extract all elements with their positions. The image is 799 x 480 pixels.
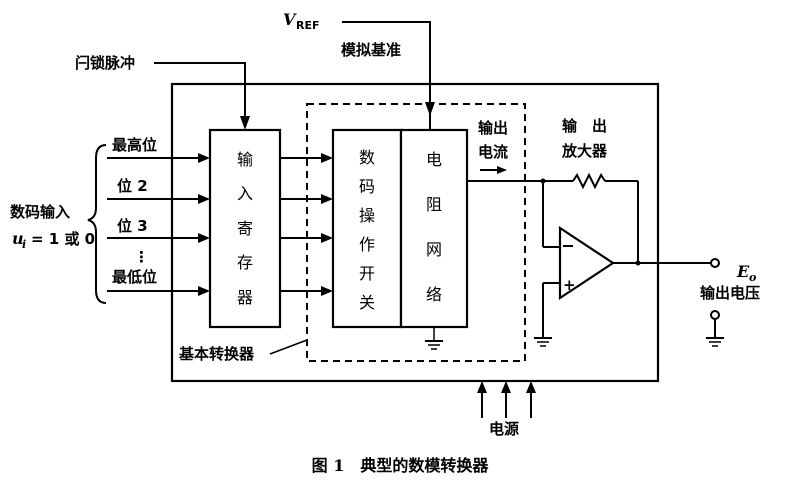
svg-text:E: E [736, 262, 750, 281]
power-supply-arrows [477, 381, 536, 418]
input-register-char-4: 存 [237, 253, 253, 272]
bit-2-label: 位 2 [117, 177, 148, 195]
svg-text:o: o [749, 271, 756, 284]
input-register-char-2: 入 [237, 184, 253, 203]
svg-text:i: i [22, 238, 26, 251]
basic-converter-label: 基本转换器 [178, 345, 255, 363]
resistor-network-char-2: 阻 [426, 195, 442, 214]
digital-switch-block [331, 128, 403, 329]
resistor-network-label: 电 阻 网 络 [426, 150, 442, 304]
output-current-label-1: 输出 [478, 119, 508, 137]
eo-label: E o [736, 262, 756, 284]
digital-switch-char-3: 操 [359, 206, 375, 225]
resistor-network-ground [425, 327, 443, 350]
bit-lsb-label: 最低位 [112, 268, 157, 286]
figure-caption: 图 1 典型的数模转换器 [312, 456, 490, 475]
resistor-network-char-4: 络 [426, 285, 442, 304]
bit-lines: 最高位 位 2 位 3 ⋮ 最低位 [107, 136, 210, 296]
input-register-char-1: 输 [237, 150, 253, 169]
analog-ref-label: 模拟基准 [341, 41, 401, 59]
output-line [613, 258, 720, 268]
input-register-label: 输 入 寄 存 器 [237, 150, 253, 307]
output-amp-label-2: 放大器 [561, 142, 608, 160]
latch-pulse-line: 闩锁脉冲 [75, 54, 250, 130]
basic-converter-boundary [306, 103, 526, 362]
input-brace [87, 144, 107, 304]
bit-dots-label: ⋮ [134, 248, 149, 266]
resistor-network-char-1: 电 [426, 150, 442, 169]
latch-pulse-label: 闩锁脉冲 [75, 54, 135, 72]
output-amp-label-1: 输 出 [562, 117, 607, 135]
digital-switch-char-2: 码 [359, 177, 375, 196]
svg-text:u: u [12, 229, 24, 248]
digital-input-label: 数码输入 [10, 203, 70, 221]
op-amp-plus: + [563, 276, 576, 294]
vref-label: V [283, 10, 297, 29]
ui-formula: u i = 1 或 0 [12, 229, 95, 251]
op-amp: + [558, 225, 615, 301]
output-voltage-label: 输出电压 [700, 284, 760, 302]
digital-switch-char-6: 关 [359, 293, 375, 312]
basic-converter-callout: 基本转换器 [178, 339, 308, 363]
digital-switch-label: 数 码 操 作 开 关 [359, 148, 375, 312]
output-terminal [710, 258, 720, 268]
digital-switch-char-4: 作 [359, 235, 375, 254]
bit-msb-label: 最高位 [112, 136, 157, 154]
digital-switch-char-1: 数 [359, 148, 375, 167]
input-register-char-5: 器 [237, 288, 253, 307]
output-current-label-2: 电流 [478, 143, 508, 161]
op-amp-ground [534, 282, 560, 347]
register-to-switch-arrows [280, 153, 333, 296]
resistor-network-char-3: 网 [426, 240, 442, 259]
output-current-arrow [480, 166, 507, 174]
input-register-char-3: 寄 [237, 219, 253, 238]
digital-switch-char-5: 开 [359, 264, 375, 283]
svg-text:= 1 或 0: = 1 或 0 [31, 230, 95, 248]
input-register-block [208, 128, 282, 329]
power-supply-label: 电源 [489, 420, 519, 438]
vref-line: V REF [283, 10, 435, 130]
output-ground-terminal [706, 310, 724, 347]
bit-3-label: 位 3 [117, 217, 148, 235]
resistor-network-block [399, 128, 469, 329]
feedback-resistor [543, 172, 639, 263]
vref-subscript: REF [296, 19, 320, 32]
